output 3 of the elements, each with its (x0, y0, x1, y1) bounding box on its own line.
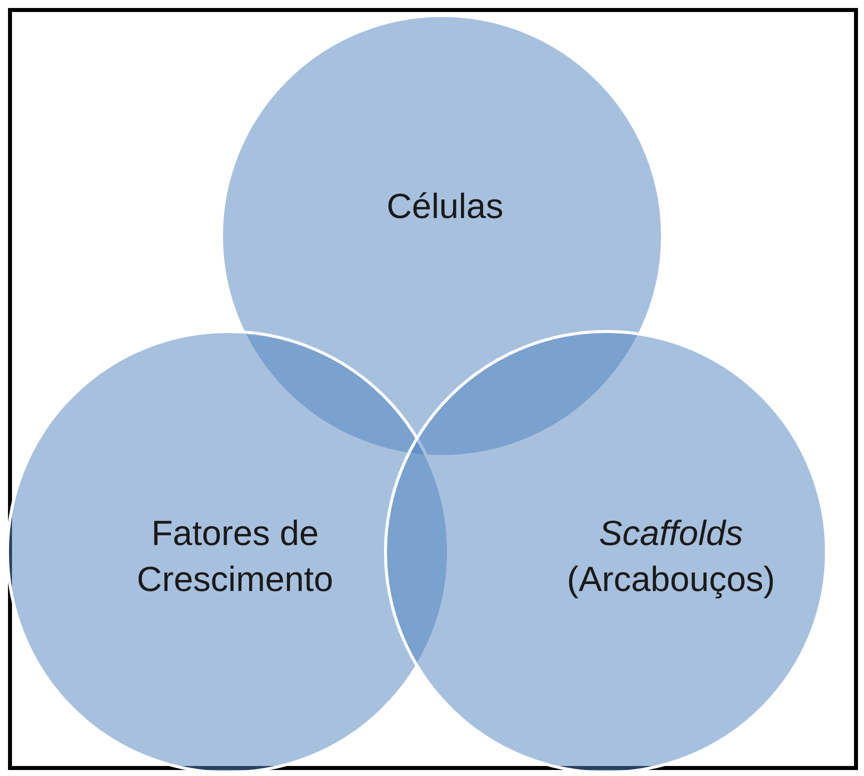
circle-label: Células (386, 186, 504, 228)
circle-label: Scaffolds (Arcabouços) (566, 513, 776, 601)
circle-label: Fatores de Crescimento (136, 513, 334, 601)
